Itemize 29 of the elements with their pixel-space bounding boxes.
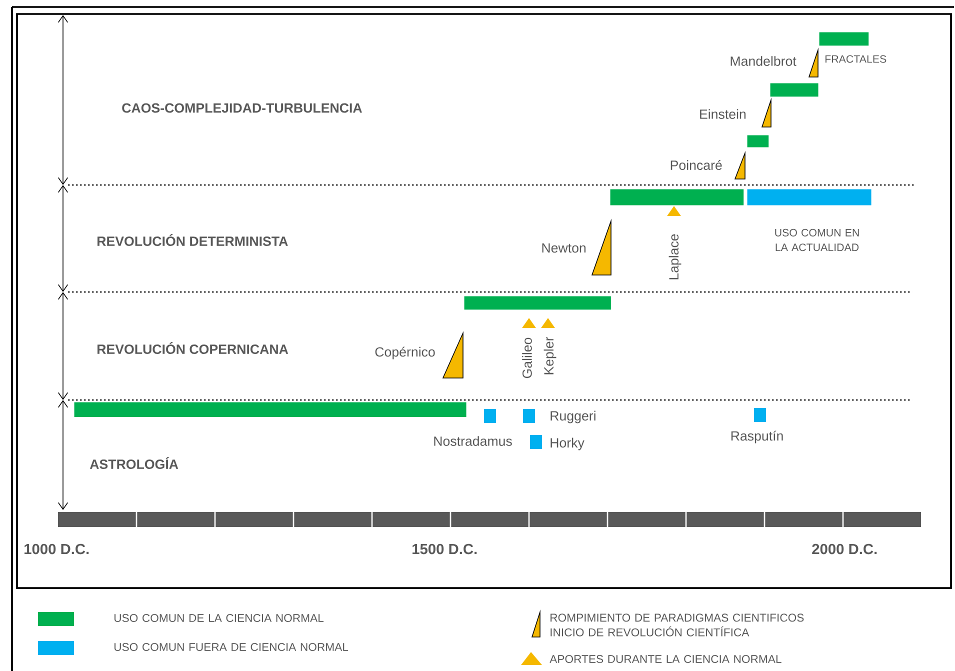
person-label: Nostradamus — [434, 436, 512, 446]
note-label: FRACTALES — [826, 55, 886, 63]
legend-label: ROMPIMIENTO DE PARADIGMAS CIENTIFICOS INICIO DE REVOLUCIÓN CIENTÍFICA — [550, 614, 804, 636]
period-bar — [819, 32, 869, 46]
person-label: Mandelbrot — [730, 56, 796, 66]
period-bar — [74, 402, 466, 417]
person-label: Ruggeri — [550, 410, 596, 424]
person-label: Rasputín — [731, 430, 783, 444]
year-label: 1000 D.C. — [24, 544, 89, 554]
period-bar — [747, 135, 769, 148]
legend-label: USO COMUN DE LA CIENCIA NORMAL — [114, 614, 324, 622]
period-bar — [747, 189, 872, 206]
period-label: ASTROLOGÍA — [90, 457, 178, 469]
note-label: USO COMUN EN LA ACTUALIDAD — [775, 228, 859, 252]
period-bar — [610, 189, 744, 206]
period-label: CAOS-COMPLEJIDAD-TURBULENCIA — [122, 103, 362, 113]
period-bar — [464, 296, 611, 310]
person-label: Einstein — [700, 109, 746, 119]
person-label: Newton — [542, 243, 586, 253]
period-bar — [770, 83, 818, 97]
person-label: Kepler — [544, 336, 556, 374]
year-label: 1500 D.C. — [412, 544, 477, 554]
year-label: 2000 D.C. — [812, 544, 877, 554]
person-label: Copérnico — [375, 346, 435, 360]
person-label: Poincaré — [670, 160, 722, 170]
legend-label: USO COMUN FUERA DE CIENCIA NORMAL — [114, 643, 348, 652]
person-label: Horky — [550, 438, 584, 450]
period-label: REVOLUCIÓN DETERMINISTA — [98, 234, 288, 246]
legend-label: APORTES DURANTE LA CIENCIA NORMAL — [550, 655, 782, 664]
